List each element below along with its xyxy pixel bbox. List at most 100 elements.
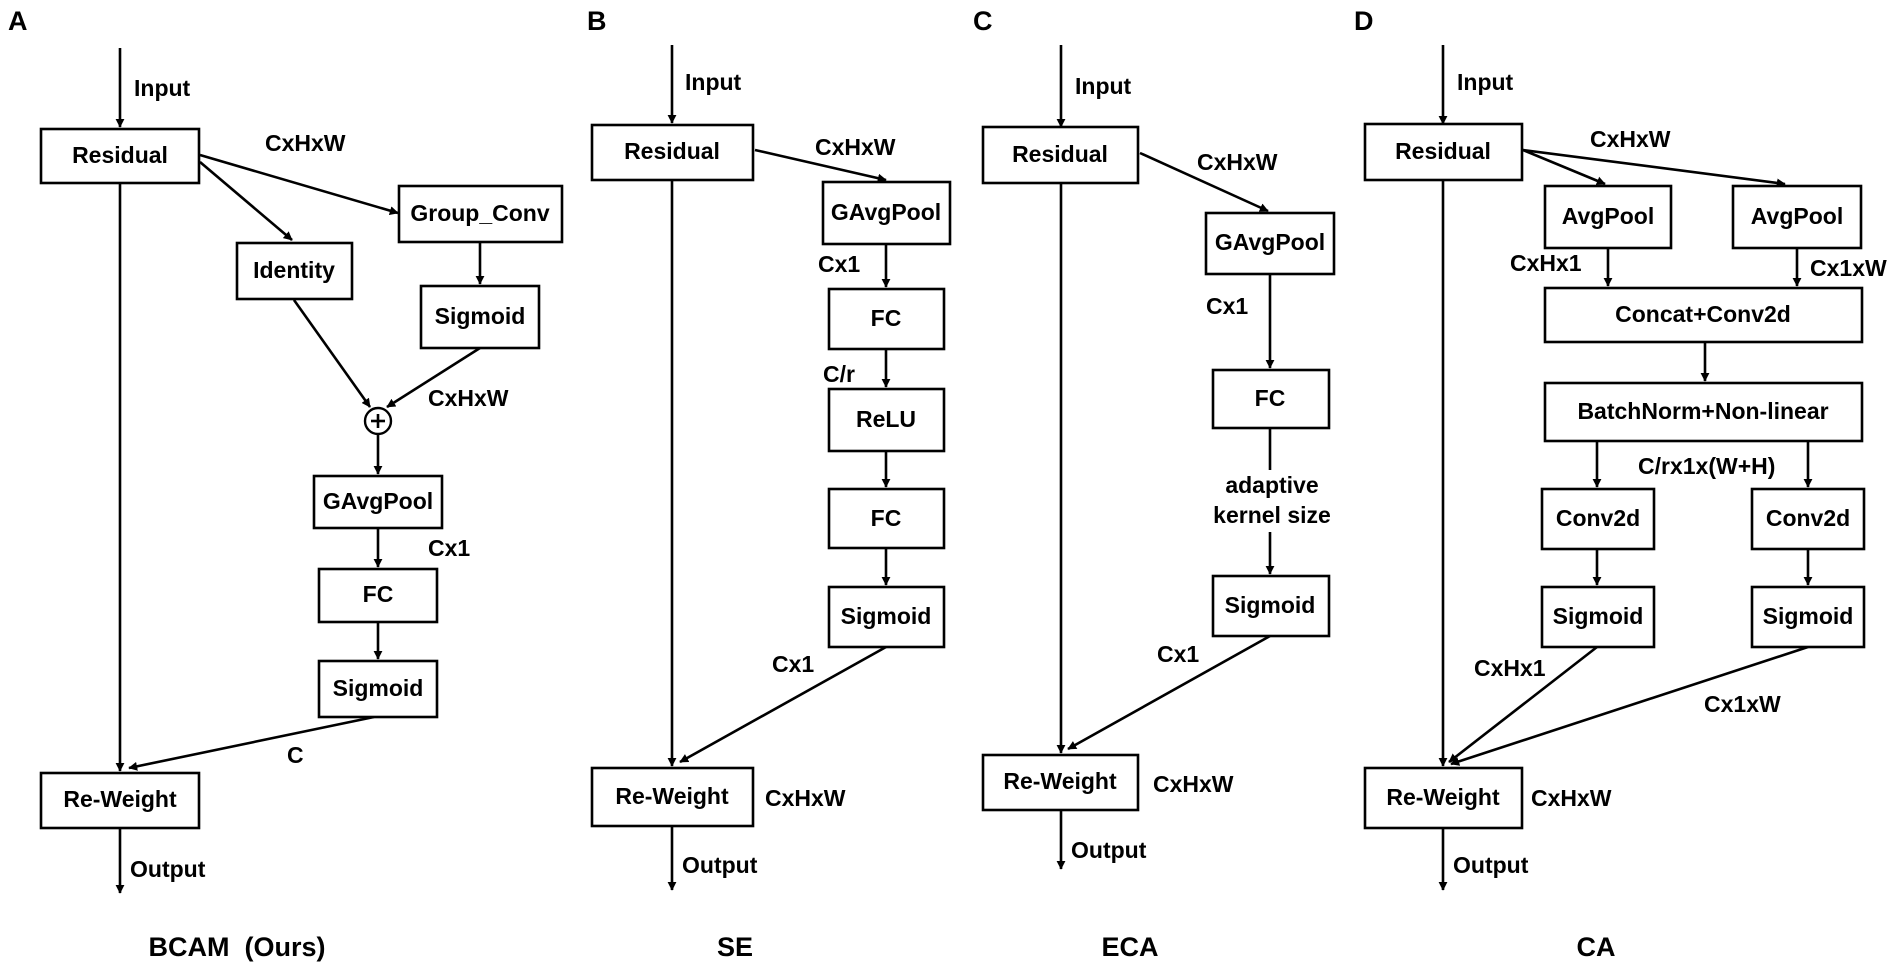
output-label: Output [682,852,758,878]
edge-residual-to-group-conv [199,153,399,216]
cxhxw-mid-label: CxHxW [428,385,509,411]
caption-bcam: BCAM (Ours) [149,932,326,962]
cxhxw-top-label: CxHxW [815,134,896,160]
fc-1-label: FC [871,305,902,331]
edge-sigmoid-left-to-reweight [1448,645,1598,764]
residual-box: Residual [1363,122,1524,182]
sigmoid-label: Sigmoid [841,603,932,629]
edge-sigmoid-right-to-reweight [1450,645,1809,766]
residual-box: Residual [590,123,755,182]
reweight-label: Re-Weight [63,786,177,812]
sigmoid-label: Sigmoid [1225,592,1316,618]
residual-label: Residual [1012,141,1108,167]
conv2d-right-box: Conv2d [1750,487,1866,551]
gavgpool-box: GAvgPool [821,180,952,246]
edge-sigmoid-to-reweight [128,715,375,771]
residual-label: Residual [1395,138,1491,164]
identity-box: Identity [235,241,354,301]
fc-box-2: FC [827,487,946,550]
cxhxw-out-label: CxHxW [1153,771,1234,797]
reweight-label: Re-Weight [1386,784,1500,810]
cx1xw-top-label: Cx1xW [1810,255,1887,281]
gavgpool-box: GAvgPool [1204,211,1336,276]
c-label: C [287,742,304,768]
c-rx1x-label: C/rx1x(W+H) [1638,453,1775,479]
output-label: Output [130,856,206,882]
sigmoid-right-box: Sigmoid [1750,585,1866,649]
cxhxw-top-label: CxHxW [265,130,346,156]
residual-box: Residual [981,125,1140,185]
relu-label: ReLU [856,406,916,432]
fc-label: FC [1255,385,1286,411]
edge-sigmoid-to-reweight [679,645,887,764]
fc-box-1: FC [827,287,946,351]
relu-box: ReLU [827,387,946,453]
avgpool-right-box: AvgPool [1731,184,1863,250]
edge-residual-to-gavgpool [754,148,887,183]
residual-label: Residual [624,138,720,164]
residual-box: Residual [39,127,201,185]
cx1-top-label: Cx1 [818,251,860,277]
panel-a: A Residual Identity Group_Conv [8,6,564,962]
sigmoid-left-box: Sigmoid [1540,585,1656,649]
cxhx1-bottom-label: CxHx1 [1474,655,1546,681]
caption-ca: CA [1577,932,1616,962]
cxhxw-top-label: CxHxW [1197,149,1278,175]
conv2d-left-label: Conv2d [1556,505,1640,531]
cx1-label: Cx1 [428,535,470,561]
fc-label: FC [363,581,394,607]
edge-residual-to-avgpool-right [1522,148,1786,188]
reweight-box: Re-Weight [39,771,201,830]
gavgpool-box: GAvgPool [312,474,444,530]
reweight-box: Re-Weight [590,766,755,828]
cxhxw-out-label: CxHxW [765,785,846,811]
edge-sigmoid-to-reweight [1067,634,1271,751]
panel-d: D Residual AvgPool AvgPool Concat+Conv2d [1354,6,1887,962]
cx1-bottom-label: Cx1 [1157,641,1199,667]
gavgpool-label: GAvgPool [831,199,941,225]
adaptive-label: adaptive [1225,472,1318,498]
cx1-bottom-label: Cx1 [772,651,814,677]
edge-residual-to-identity [199,161,293,241]
avgpool-left-box: AvgPool [1543,184,1673,250]
input-label: Input [1075,73,1132,99]
residual-label: Residual [72,142,168,168]
output-label: Output [1453,852,1529,878]
avgpool-left-label: AvgPool [1562,203,1654,229]
avgpool-right-label: AvgPool [1751,203,1843,229]
reweight-box: Re-Weight [981,753,1140,812]
sigmoid-box-1: Sigmoid [419,284,541,350]
panel-letter-c: C [973,6,993,36]
caption-eca: ECA [1101,932,1158,962]
cxhxw-out-label: CxHxW [1531,785,1612,811]
gavgpool-label: GAvgPool [323,488,433,514]
conv2d-left-box: Conv2d [1540,487,1656,551]
identity-label: Identity [253,257,335,283]
concat-label: Concat+Conv2d [1615,301,1791,327]
edge-identity-to-plus [292,299,372,408]
group-conv-label: Group_Conv [410,200,549,226]
reweight-label: Re-Weight [1003,768,1117,794]
fc-box: FC [317,567,439,624]
sigmoid-box-2: Sigmoid [317,659,439,719]
edge-sigmoid-to-plus [386,346,481,409]
concat-conv2d-box: Concat+Conv2d [1543,286,1864,344]
batchnorm-box: BatchNorm+Non-linear [1543,381,1864,443]
kernel-size-label: kernel size [1213,502,1331,528]
reweight-label: Re-Weight [615,783,729,809]
input-label: Input [685,69,742,95]
sigmoid-box: Sigmoid [827,585,946,649]
reweight-box: Re-Weight [1363,766,1524,830]
panel-b: B Residual GAvgPool FC ReLU FC [587,6,952,962]
cxhx1-top-label: CxHx1 [1510,250,1582,276]
c-r-label: C/r [823,361,855,387]
sigmoid-left-label: Sigmoid [1553,603,1644,629]
panel-letter-d: D [1354,6,1374,36]
sigmoid-1-label: Sigmoid [435,303,526,329]
panel-c: C Residual GAvgPool FC Sigmoid Re-Weight [973,6,1336,962]
sigmoid-right-label: Sigmoid [1763,603,1854,629]
sigmoid-2-label: Sigmoid [333,675,424,701]
cx1xw-bottom-label: Cx1xW [1704,691,1781,717]
caption-se: SE [717,932,753,962]
fc-box: FC [1211,368,1331,430]
